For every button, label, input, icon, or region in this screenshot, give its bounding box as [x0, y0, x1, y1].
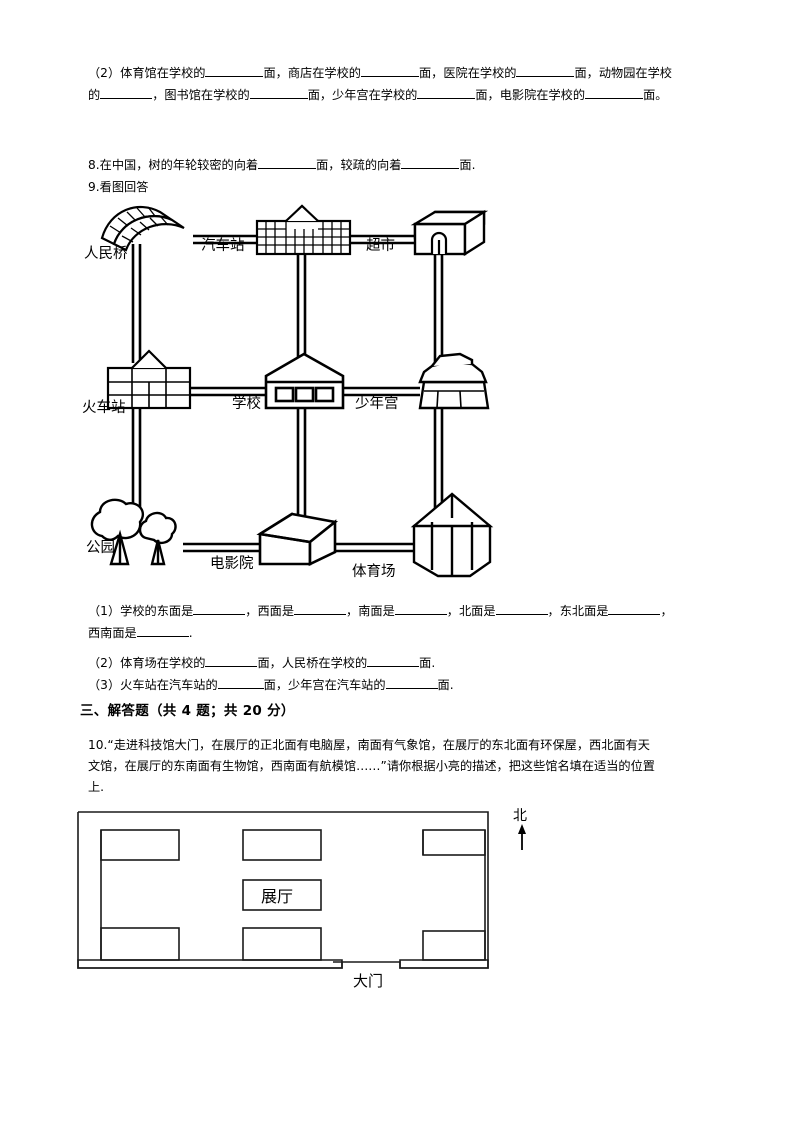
answer-blank[interactable] — [294, 614, 347, 615]
section-3-heading: 三、解答题（共 4 题；共 20 分） — [80, 703, 295, 719]
museum-floorplan-diagram: 北 展厅 大门 — [70, 800, 570, 990]
answer-blank[interactable] — [193, 614, 246, 615]
q9-2-c: 面. — [419, 656, 436, 670]
answer-blank[interactable] — [205, 666, 258, 667]
answer-blank[interactable] — [136, 636, 189, 637]
q7-seg-7: 面，电影院在学校的 — [475, 88, 586, 102]
q8-text-b: 面，较疏的向着 — [316, 158, 402, 172]
q9-1-b: ，西面是 — [245, 604, 295, 618]
q9-1-d: ，北面是 — [446, 604, 496, 618]
trees-icon — [90, 498, 177, 566]
north-arrow-icon — [518, 824, 526, 850]
map-label-huoche-zhan: 火车站 — [82, 399, 126, 416]
arched-bridge-icon — [100, 205, 185, 252]
q7-seg-8: 面。 — [643, 88, 668, 102]
answer-blank[interactable] — [249, 98, 308, 99]
cinema-box-icon — [256, 512, 339, 567]
town-map-diagram: 人民桥 汽车站 超市 火车站 学校 少年宫 公园 电影院 体育场 — [80, 196, 720, 592]
answer-blank[interactable] — [258, 168, 317, 169]
q9-2-b: 面，人民桥在学校的 — [257, 656, 368, 670]
q10-line-3: 上. — [88, 780, 105, 794]
answer-blank[interactable] — [367, 666, 420, 667]
question-9-sub-1: （1）学校的东面是 ，西面是 ，南面是 ，北面是 ，东北面是 ， 西南面是. — [88, 600, 728, 644]
map-label-shaonian-gong: 少年宫 — [355, 395, 399, 412]
q9-3-c: 面. — [437, 678, 454, 692]
map-label-chaoshi: 超市 — [366, 237, 395, 254]
answer-blank[interactable] — [417, 98, 476, 99]
q7-seg-3: 面，动物园在学校 — [574, 66, 672, 80]
q7-seg-6: 面，少年宫在学校的 — [307, 88, 418, 102]
q9-1-e: ，东北面是 — [547, 604, 609, 618]
box-store-icon — [410, 209, 489, 257]
answer-blank[interactable] — [495, 614, 548, 615]
q7-seg-0: （2）体育馆在学校的 — [88, 66, 206, 80]
q7-seg-2: 面，医院在学校的 — [418, 66, 517, 80]
grid-building-icon — [255, 204, 352, 256]
floorplan-gate-label: 大门 — [353, 972, 383, 990]
floorplan-north-label: 北 — [513, 808, 527, 824]
answer-blank[interactable] — [385, 688, 438, 689]
q10-line-1: 10.“走进科技馆大门，在展厅的正北面有电脑屋，南面有气象馆，在展厅的东北面有环… — [88, 738, 650, 752]
station-building-icon — [106, 349, 192, 410]
answer-blank[interactable] — [360, 76, 419, 77]
stadium-icon — [410, 492, 494, 578]
q9-1-c: ，南面是 — [346, 604, 395, 618]
q9-1-a: （1）学校的东面是 — [88, 604, 194, 618]
q7-seg-5: ，图书馆在学校的 — [152, 88, 250, 102]
q9-1-f: ， — [660, 604, 673, 618]
q8-text-c: 面. — [459, 158, 476, 172]
q10-line-2: 文馆，在展厅的东南面有生物馆，西南面有航模馆……”请你根据小亮的描述，把这些馆名… — [88, 759, 655, 773]
answer-blank[interactable] — [608, 614, 661, 615]
answer-blank[interactable] — [516, 76, 575, 77]
palace-icon — [418, 352, 490, 410]
q9-3-b: 面，少年宫在汽车站的 — [263, 678, 386, 692]
q7-seg-4: 的 — [88, 88, 101, 102]
q8-text-a: 8.在中国，树的年轮较密的向着 — [88, 158, 259, 172]
question-8: 8.在中国，树的年轮较密的向着 面，较疏的向着 面. — [88, 154, 712, 176]
answer-blank[interactable] — [217, 688, 264, 689]
q7-seg-1: 面，商店在学校的 — [263, 66, 361, 80]
answer-blank[interactable] — [100, 98, 153, 99]
map-label-dianyingyuan: 电影院 — [210, 555, 254, 572]
map-label-qiche-zhan: 汽车站 — [201, 237, 245, 254]
answer-blank[interactable] — [401, 168, 460, 169]
question-9-sub-3: （3）火车站在汽车站的 面，少年宫在汽车站的 面. — [88, 674, 728, 696]
map-label-xuexiao: 学校 — [232, 395, 261, 412]
question-7-part-2: （2）体育馆在学校的 面，商店在学校的 面，医院在学校的 面，动物园在学校的 ，图书馆在… — [88, 62, 712, 106]
map-label-renmin-qiao: 人民桥 — [84, 245, 128, 262]
floorplan-hall-label: 展厅 — [261, 887, 293, 906]
question-9-sub-2: （2）体育场在学校的 面，人民桥在学校的 面. — [88, 652, 728, 674]
map-label-tiyuchang: 体育场 — [352, 563, 396, 580]
answer-blank[interactable] — [205, 76, 264, 77]
q9-2-a: （2）体育场在学校的 — [88, 656, 206, 670]
q9-1-h: . — [188, 626, 193, 640]
question-9-label: 9.看图回答 — [88, 180, 149, 194]
answer-blank[interactable] — [394, 614, 447, 615]
question-10: 10.“走进科技馆大门，在展厅的正北面有电脑屋，南面有气象馆，在展厅的东北面有环… — [88, 735, 724, 798]
school-house-icon — [264, 352, 345, 410]
map-label-gongyuan: 公园 — [86, 540, 115, 556]
q9-3-a: （3）火车站在汽车站的 — [88, 678, 218, 692]
q9-1-g: 西南面是 — [88, 626, 137, 640]
answer-blank[interactable] — [585, 98, 644, 99]
